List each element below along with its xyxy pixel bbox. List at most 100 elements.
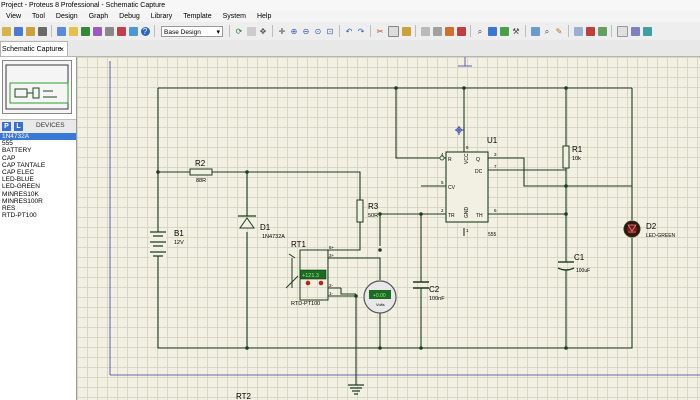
cut-icon[interactable]: ✂ (376, 26, 384, 36)
device-item[interactable]: LED-GREEN (2, 183, 40, 191)
schematic-drawing: B1 12V R2 88R D1 1N4732A R3 50R +121.3 R… (109, 57, 700, 400)
timer-ic-u1[interactable] (439, 151, 489, 223)
u1-pin-number: 5 (441, 180, 444, 185)
wire-r3-bottom (341, 222, 361, 251)
grid-toggle-icon[interactable] (246, 26, 256, 36)
bom-icon[interactable] (116, 26, 126, 36)
tab-label: Schematic Capture (2, 46, 62, 53)
battery-b1[interactable] (150, 228, 166, 262)
block-copy-icon[interactable] (420, 26, 430, 36)
bill-of-materials-icon[interactable] (616, 25, 628, 37)
open-project-icon[interactable] (1, 26, 11, 36)
close-tab-icon[interactable]: × (59, 45, 64, 54)
capacitor-c1[interactable] (557, 261, 575, 272)
close-project-icon[interactable] (37, 26, 47, 36)
b1-value: 12V (174, 240, 184, 246)
electrical-rule-check-icon[interactable] (630, 26, 640, 36)
decompose-icon[interactable]: ⚒ (512, 26, 520, 36)
menu-template[interactable]: Template (183, 13, 212, 20)
package-tool-icon[interactable] (499, 26, 509, 36)
search-tag-icon[interactable]: ⌕ (544, 26, 550, 36)
d1-value: 1N4732A (262, 234, 285, 240)
tab-schematic-capture[interactable]: Schematic Capture × (0, 41, 68, 56)
device-item[interactable]: RTD-PT100 (2, 212, 37, 220)
3d-view-icon[interactable] (92, 26, 102, 36)
refresh-icon[interactable]: ⟳ (235, 26, 243, 36)
schematic-canvas[interactable]: B1 12V R2 88R D1 1N4732A R3 50R +121.3 R… (77, 57, 700, 400)
pick-device-button[interactable]: P (2, 122, 11, 131)
led-d2[interactable] (623, 220, 641, 238)
source-code-icon[interactable] (128, 26, 138, 36)
device-item[interactable]: 555 (2, 140, 13, 148)
save-icon[interactable] (13, 26, 23, 36)
gerber-icon[interactable] (104, 26, 114, 36)
menu-design[interactable]: Design (55, 13, 78, 20)
exit-to-parent-icon[interactable] (597, 26, 607, 36)
netlist-to-ares-icon[interactable] (642, 26, 652, 36)
block-delete-icon[interactable] (456, 26, 466, 36)
d1-ref: D1 (260, 223, 271, 232)
property-assign-icon[interactable]: ✎ (555, 26, 563, 36)
menu-system[interactable]: System (222, 13, 246, 20)
resistor-r2[interactable] (189, 168, 213, 176)
device-item[interactable]: RES (2, 204, 16, 212)
menu-debug[interactable]: Debug (119, 13, 140, 20)
d2-ref: D2 (646, 222, 657, 231)
overview-window[interactable] (2, 60, 72, 114)
toolbar-separator (154, 25, 155, 37)
devices-header-label: DEVICES (36, 122, 65, 129)
schematic-icon[interactable] (68, 26, 78, 36)
new-sheet-icon[interactable] (573, 26, 583, 36)
undo-icon[interactable]: ↶ (345, 26, 353, 36)
pan-icon[interactable]: ✛ (278, 26, 286, 36)
junction-dot (378, 212, 382, 216)
block-move-icon[interactable] (432, 26, 442, 36)
library-button[interactable]: L (14, 122, 23, 131)
remove-sheet-icon[interactable] (585, 26, 595, 36)
paste-icon[interactable] (401, 26, 411, 36)
zoom-in-icon[interactable]: ⊕ (290, 26, 298, 36)
menu-graph[interactable]: Graph (88, 13, 109, 20)
wire-autorouter-icon[interactable] (530, 26, 540, 36)
device-item[interactable]: CAP ELEC (2, 168, 35, 176)
help-icon[interactable]: ? (140, 26, 150, 36)
zener-diode-d1[interactable] (238, 215, 256, 229)
make-device-icon[interactable] (487, 26, 497, 36)
device-item[interactable]: LED-BLUE (2, 176, 34, 184)
origin-icon[interactable]: ✥ (259, 26, 267, 36)
rt1-increment-button[interactable] (318, 280, 324, 286)
device-item[interactable]: MINRES10K (2, 190, 39, 198)
redo-icon[interactable]: ↷ (357, 26, 365, 36)
zoom-all-icon[interactable]: ⊙ (314, 26, 322, 36)
wire-r2-right (212, 171, 361, 200)
home-icon[interactable] (56, 26, 66, 36)
device-item[interactable]: MINRES100R (2, 197, 43, 205)
pick-device-icon[interactable]: ⌕ (477, 26, 483, 36)
device-item[interactable]: CAP TANTALE (2, 161, 46, 169)
folder-icon[interactable] (25, 26, 35, 36)
junction-dot (564, 86, 568, 90)
capacitor-c2[interactable] (413, 281, 429, 300)
menu-library[interactable]: Library (150, 13, 173, 20)
block-rotate-icon[interactable] (444, 26, 454, 36)
zoom-out-icon[interactable]: ⊖ (302, 26, 310, 36)
pcb-layout-icon[interactable] (80, 26, 90, 36)
menu-bar: View Tool Design Graph Debug Library Tem… (0, 11, 700, 22)
rt1-decrement-button[interactable] (305, 280, 311, 286)
device-item[interactable]: CAP (2, 154, 16, 162)
ground-symbol[interactable] (348, 384, 364, 395)
zoom-area-icon[interactable]: ⊡ (326, 26, 334, 36)
menu-help[interactable]: Help (256, 13, 272, 20)
rtd-sensor-rt1[interactable] (285, 249, 341, 301)
resistor-r1[interactable] (562, 145, 570, 169)
copy-icon[interactable] (387, 25, 399, 37)
voltmeter[interactable] (363, 280, 397, 314)
design-variant-select[interactable]: Base Design (161, 25, 223, 38)
menu-tool[interactable]: Tool (32, 13, 45, 20)
menu-view[interactable]: View (6, 13, 22, 20)
resistor-r3[interactable] (356, 199, 364, 223)
device-item[interactable]: BATTERY (2, 147, 32, 155)
junction-dot (564, 184, 568, 188)
rt1-display (299, 269, 327, 280)
device-item[interactable]: 1N4732A (0, 133, 76, 141)
